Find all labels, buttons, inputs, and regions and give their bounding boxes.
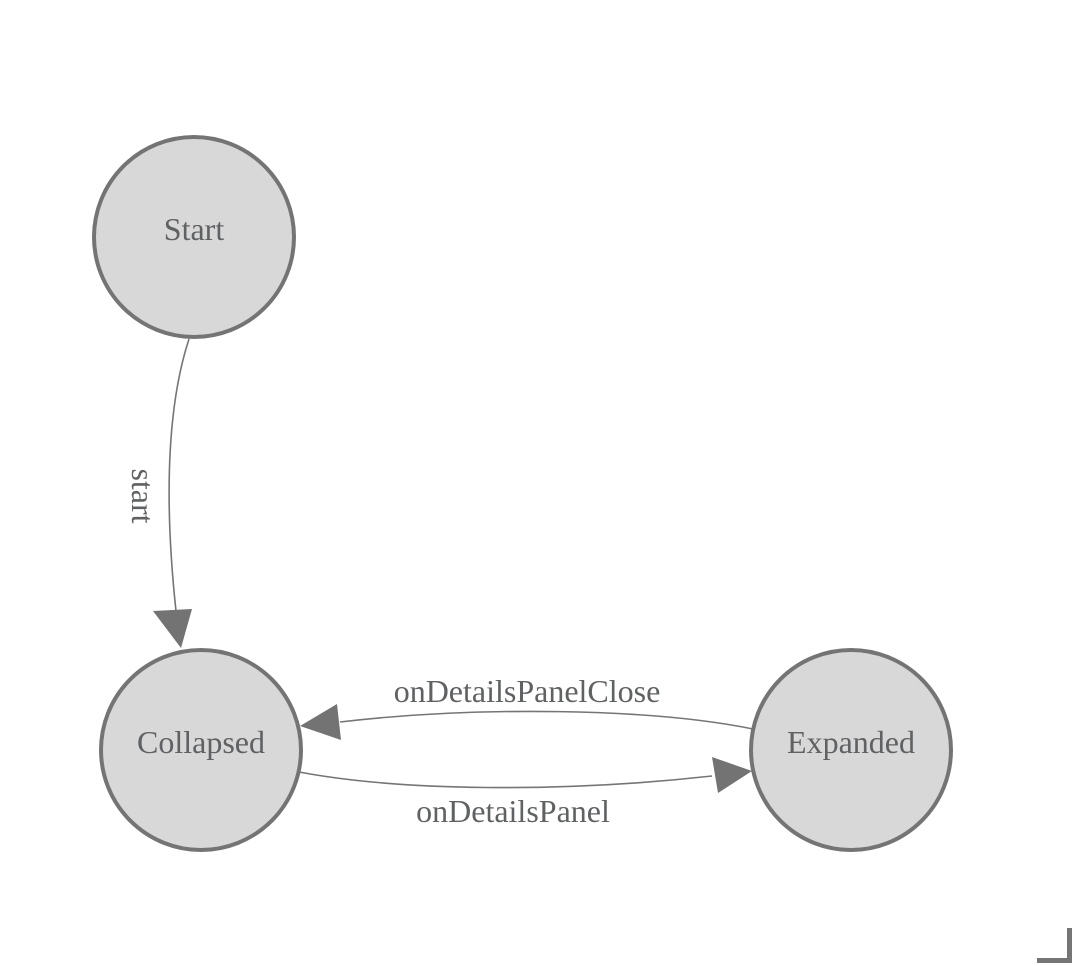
edge-expanded-to-collapsed[interactable]: [300, 704, 754, 740]
state-node-start-label: Start: [164, 211, 225, 247]
arrowhead-collapsed-to-expanded-icon: [712, 757, 752, 793]
canvas-corner-mark: [1037, 928, 1072, 963]
edge-collapsed-to-expanded-line[interactable]: [298, 771, 713, 789]
edge-collapsed-to-expanded[interactable]: [298, 757, 752, 793]
edge-label-start: start: [125, 468, 161, 523]
state-node-start[interactable]: Start: [92, 135, 296, 339]
edge-label-ondetailspanel: onDetailsPanel: [416, 793, 610, 829]
state-node-expanded-label: Expanded: [787, 724, 915, 760]
edge-expanded-to-collapsed-line[interactable]: [339, 710, 754, 730]
state-node-expanded-circle[interactable]: [749, 648, 953, 852]
arrowhead-start-to-collapsed-icon: [153, 609, 192, 648]
state-node-collapsed[interactable]: Collapsed: [99, 648, 303, 852]
state-node-collapsed-circle[interactable]: [99, 648, 303, 852]
edge-start-to-collapsed[interactable]: [153, 338, 192, 648]
state-node-collapsed-label: Collapsed: [137, 724, 265, 760]
edge-start-to-collapsed-line[interactable]: [168, 338, 190, 612]
edge-label-ondetailspanelclose: onDetailsPanelClose: [394, 673, 661, 709]
state-node-expanded[interactable]: Expanded: [749, 648, 953, 852]
arrowhead-expanded-to-collapsed-icon: [300, 704, 341, 740]
state-node-start-circle[interactable]: [92, 135, 296, 339]
